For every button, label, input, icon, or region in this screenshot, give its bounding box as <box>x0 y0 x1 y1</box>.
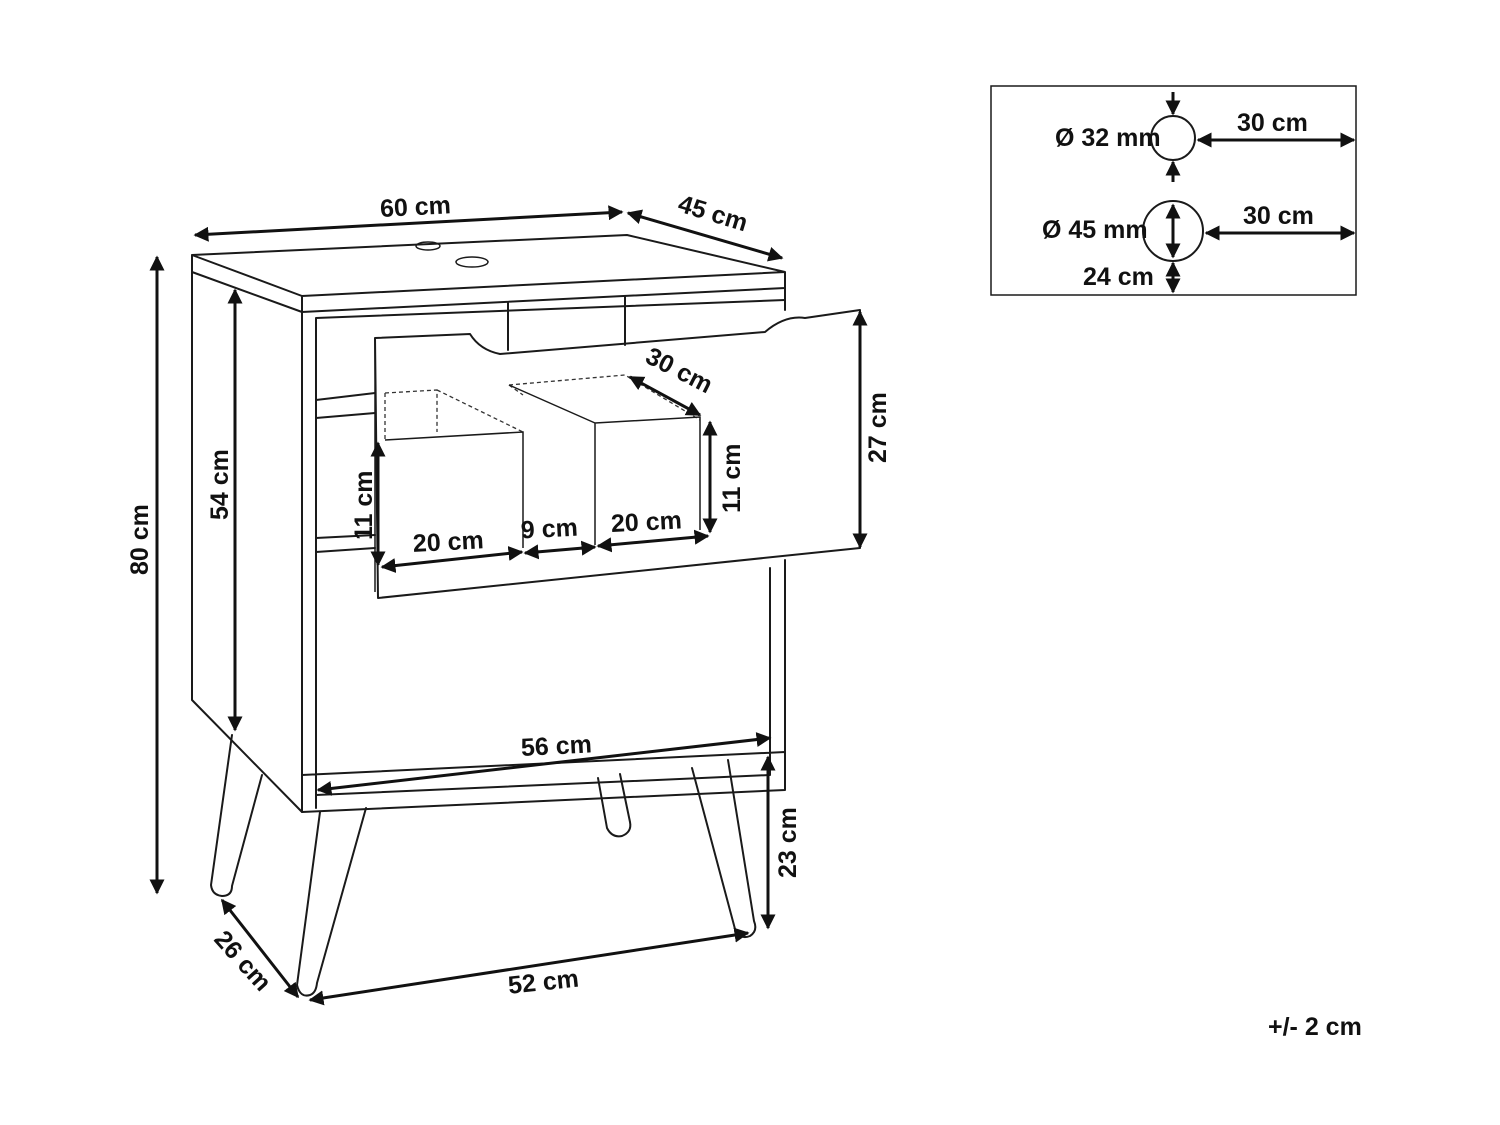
open-compartment <box>315 296 626 553</box>
tolerance-note: +/- 2 cm <box>1268 1013 1362 1041</box>
hole-detail-inset: Ø 32 mm 30 cm Ø 45 mm 30 cm 24 cm <box>990 85 1357 296</box>
dim-width-line <box>193 205 624 242</box>
dim-compartment-width-right-line <box>596 529 710 553</box>
dim-compartment-width-left-line <box>380 545 524 574</box>
label-compartment-gap: 9 cm <box>520 514 578 545</box>
cabinet-right-side <box>769 287 786 753</box>
top-hole-small <box>415 241 441 251</box>
top-hole-large <box>455 256 489 268</box>
dim-leg-span-width-line <box>308 927 750 1006</box>
label-leg-span-width: 52 cm <box>507 965 580 1000</box>
label-leg-height: 23 cm <box>774 807 802 878</box>
cabinet <box>191 234 861 997</box>
label-small-offset: 30 cm <box>1237 109 1308 137</box>
dim-compartment-gap-line <box>523 540 597 560</box>
dim-leg-span-depth-line <box>220 898 300 999</box>
label-large-from-edge: 24 cm <box>1083 263 1154 291</box>
label-width: 60 cm <box>379 191 451 223</box>
label-drawer-height: 27 cm <box>864 392 892 463</box>
leg-front-center <box>296 807 367 997</box>
dimension-lines <box>149 205 868 1006</box>
cabinet-front-frame <box>301 299 786 813</box>
label-inner-height: 54 cm <box>206 449 234 520</box>
dim-depth-line <box>626 209 784 262</box>
label-compartment-width-left: 20 cm <box>412 526 484 558</box>
dim-compartment-depth-line <box>628 375 702 417</box>
drawer-inner-boxes <box>384 374 701 548</box>
drawer-front <box>374 309 861 599</box>
leg-front-right <box>691 759 757 939</box>
label-large-offset: 30 cm <box>1243 202 1314 230</box>
large-hole-circle <box>1142 200 1204 262</box>
label-compartment-height-right: 11 cm <box>718 443 746 513</box>
small-hole-circle <box>1150 115 1196 161</box>
label-height: 80 cm <box>126 504 154 575</box>
label-compartment-width-right: 20 cm <box>610 506 682 538</box>
leg-front-right-back <box>597 773 632 838</box>
dim-inner-width-line <box>316 732 772 796</box>
label-inner-width: 56 cm <box>520 730 592 762</box>
label-large-diameter: Ø 45 mm <box>1042 216 1148 244</box>
label-leg-span-depth: 26 cm <box>209 925 277 996</box>
cabinet-top <box>191 234 786 313</box>
inset-frame <box>990 85 1357 296</box>
leg-front-left <box>210 734 263 897</box>
label-small-diameter: Ø 32 mm <box>1055 124 1161 152</box>
label-compartment-height-left: 11 cm <box>350 470 378 540</box>
cabinet-left-side <box>191 271 303 813</box>
